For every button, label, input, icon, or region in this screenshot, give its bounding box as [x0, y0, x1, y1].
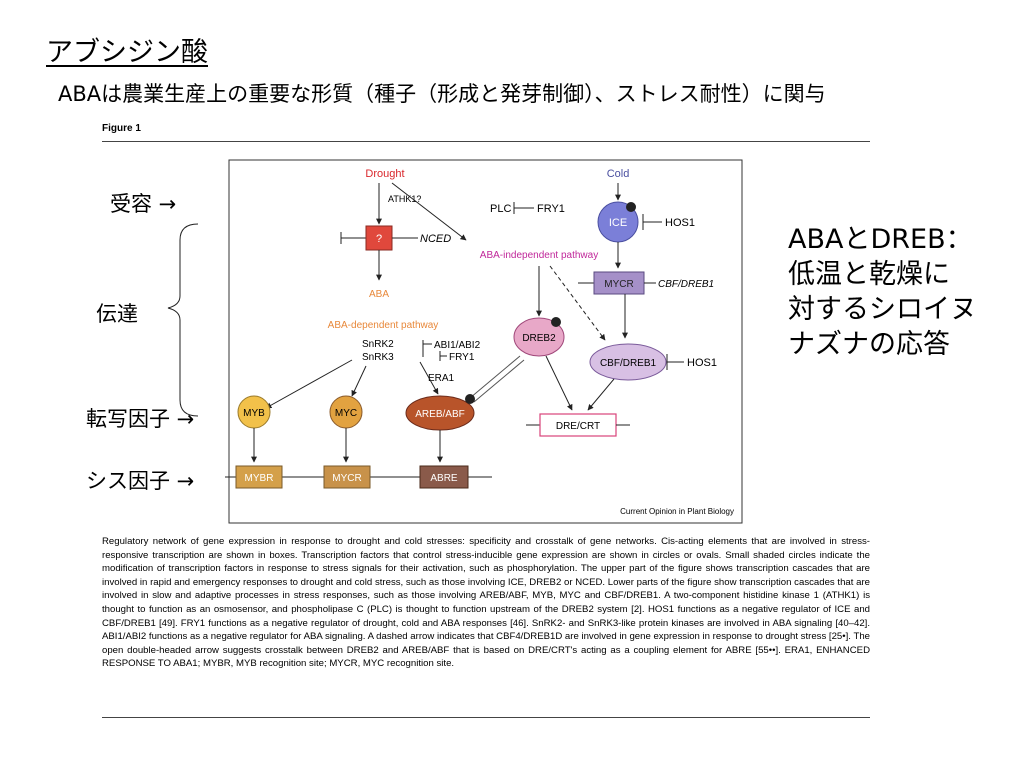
mybr-box	[235, 465, 283, 489]
right-panel-line-3: 対するシロイヌ	[788, 294, 977, 325]
slide-subtitle: ABAは農業生産上の重要な形質（種子（形成と発芽制御）、ストレス耐性）に関与	[58, 82, 826, 106]
right-panel-line-4: ナズナの応答	[788, 329, 950, 360]
dashed-to-cbf-arrow	[549, 265, 606, 341]
areb-abf-label: AREB/ABF	[415, 409, 464, 420]
cis-element-label: シス因子 →	[86, 469, 195, 493]
crosstalk-arrow-b	[473, 359, 525, 403]
mybr-label: MYBR	[245, 473, 274, 484]
transmission-label: 伝達	[96, 302, 138, 326]
right-panel-line-2: 低温と乾燥に	[788, 259, 950, 290]
dreb2-label: DREB2	[522, 333, 556, 344]
question-box	[365, 225, 393, 251]
hos1-mid-label: HOS1	[687, 357, 717, 369]
dep-to-myb-arrow	[265, 359, 353, 409]
cbf-dreb1-oval-label: CBF/DREB1	[600, 358, 657, 369]
figure-bottom-rule	[102, 717, 870, 718]
cbf-dreb1-node	[589, 343, 667, 381]
aba-label: ABA	[369, 289, 389, 300]
figure-frame	[228, 159, 743, 524]
plc-label: PLC	[490, 203, 511, 215]
mycr-bottom-label: MYCR	[332, 473, 361, 484]
slide-title: アブシジン酸	[46, 37, 208, 68]
fry1-top-label: FRY1	[537, 203, 565, 215]
dep-to-areb-arrow	[419, 361, 439, 395]
mycr-bottom-box	[323, 465, 371, 489]
dep-to-myc-arrow	[351, 365, 367, 397]
athk1-label: ATHK1?	[388, 194, 421, 204]
right-panel-line-1: ABAとDREB：	[788, 224, 973, 255]
aba-independent-label: ABA-independent pathway	[480, 250, 598, 261]
areb-phospho-dot	[465, 394, 475, 404]
figure-caption: Regulatory network of gene expression in…	[102, 536, 870, 670]
abi-label: ABI1/ABI2	[434, 340, 481, 351]
myb-label: MYB	[243, 408, 265, 419]
question-mark: ?	[376, 233, 382, 245]
transcription-factor-label: 転写因子 →	[86, 407, 195, 431]
hos1-top-label: HOS1	[665, 217, 695, 229]
ice-label: ICE	[609, 217, 627, 229]
era1-label: ERA1	[428, 373, 455, 384]
dre-crt-label: DRE/CRT	[556, 421, 600, 432]
cbf-to-dre-arrow	[587, 378, 615, 411]
drought-label: Drought	[365, 168, 404, 180]
reception-label: 受容 →	[110, 192, 177, 216]
abre-box	[419, 465, 469, 489]
figure-label: Figure 1	[102, 123, 141, 134]
dreb2-to-dre-arrow	[545, 355, 573, 411]
snrk3-label: SnRK3	[362, 352, 394, 363]
fry1-mid-label: FRY1	[449, 352, 475, 363]
myc-label: MYC	[335, 408, 357, 419]
mycr-box-label: MYCR	[604, 279, 633, 290]
dreb2-node	[513, 317, 565, 357]
figure-top-rule	[102, 141, 870, 142]
snrk2-label: SnRK2	[362, 339, 394, 350]
drought-to-independent-arrow	[391, 182, 467, 241]
ice-phospho-dot	[626, 202, 636, 212]
abre-label: ABRE	[430, 473, 458, 484]
cold-label: Cold	[607, 168, 630, 180]
dreb2-phospho-dot	[551, 317, 561, 327]
transmission-bracket	[167, 223, 199, 417]
crosstalk-arrow-a	[469, 355, 521, 399]
right-panel: ABAとDREB： 低温と乾燥に 対するシロイヌ ナズナの応答	[788, 222, 977, 362]
cbf-dreb1-gene-label: CBF/DREB1	[658, 279, 714, 290]
figure-credit: Current Opinion in Plant Biology	[620, 507, 734, 516]
aba-dependent-label: ABA-dependent pathway	[328, 320, 439, 331]
nced-label: NCED	[420, 233, 451, 245]
